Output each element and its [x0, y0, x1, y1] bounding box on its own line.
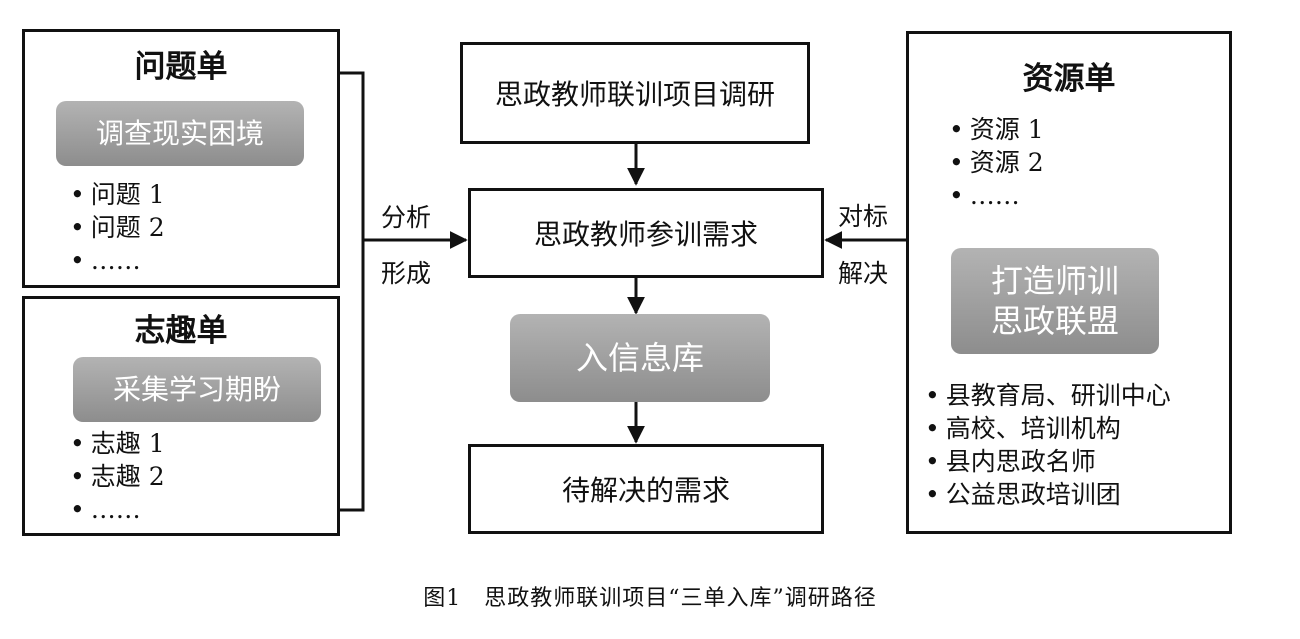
alliance-box: 打造师训 思政联盟 [951, 248, 1159, 354]
problem-list: 问题 1 问题 2 …… [70, 178, 165, 277]
interest-card-pill: 采集学习期盼 [73, 357, 321, 422]
needs-box: 思政教师参训需求 [468, 188, 824, 278]
list-item: 高校、培训机构 [925, 412, 1171, 445]
resource-list: 资源 1 资源 2 …… [949, 113, 1044, 212]
alliance-line-1: 打造师训 [990, 262, 1119, 300]
list-item: 志趣 2 [70, 460, 165, 493]
form-label: 形成 [381, 259, 432, 288]
list-item: …… [70, 493, 165, 526]
resource-card: 资源单 资源 1 资源 2 …… 打造师训 思政联盟 县教育局、研训中心 高校、… [906, 31, 1232, 534]
list-item: 志趣 1 [70, 427, 165, 460]
survey-box: 思政教师联训项目调研 [460, 42, 810, 144]
solve-label: 解决 [838, 259, 889, 288]
interest-card: 志趣单 采集学习期盼 志趣 1 志趣 2 …… [22, 296, 340, 536]
list-item: …… [70, 244, 165, 277]
list-item: 公益思政培训团 [925, 478, 1171, 511]
list-item: 县内思政名师 [925, 445, 1171, 478]
left-bracket [338, 71, 365, 512]
interest-card-title: 志趣单 [134, 313, 228, 349]
pending-box: 待解决的需求 [468, 444, 824, 534]
alliance-line-2: 思政联盟 [990, 302, 1119, 340]
list-item: 资源 2 [949, 146, 1044, 179]
list-item: …… [949, 179, 1044, 212]
list-item: 资源 1 [949, 113, 1044, 146]
list-item: 问题 2 [70, 211, 165, 244]
analyze-label: 分析 [381, 203, 432, 232]
list-item: 县教育局、研训中心 [925, 379, 1171, 412]
problem-card: 问题单 调查现实困境 问题 1 问题 2 …… [22, 29, 340, 288]
member-list: 县教育局、研训中心 高校、培训机构 县内思政名师 公益思政培训团 [925, 379, 1171, 511]
match-label: 对标 [838, 202, 889, 231]
problem-card-pill: 调查现实困境 [56, 101, 304, 166]
resource-card-title: 资源单 [1022, 61, 1116, 97]
figure-caption: 图1 思政教师联训项目“三单入库”调研路径 [423, 586, 877, 611]
interest-list: 志趣 1 志趣 2 …… [70, 427, 165, 526]
database-box: 入信息库 [510, 314, 770, 402]
list-item: 问题 1 [70, 178, 165, 211]
problem-card-title: 问题单 [134, 49, 228, 85]
